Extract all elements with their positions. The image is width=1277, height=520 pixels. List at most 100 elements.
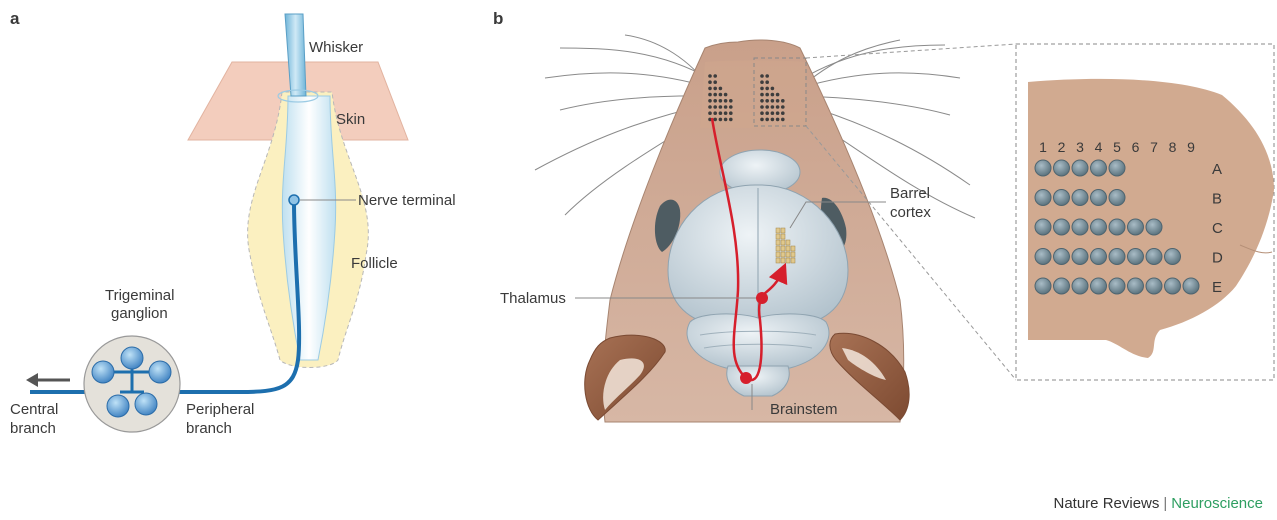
snout-whisker-dot bbox=[713, 99, 717, 103]
central-branch-arrowhead bbox=[26, 373, 38, 387]
snout-whisker-dot bbox=[708, 87, 712, 91]
snout-whisker-dot bbox=[771, 87, 775, 91]
snout-whisker-dot bbox=[760, 93, 764, 97]
nerve-terminal-label: Nerve terminal bbox=[358, 192, 456, 209]
ganglion-cell-right bbox=[149, 361, 171, 383]
central-branch-label-line2: branch bbox=[10, 420, 56, 437]
barrel-E8 bbox=[1165, 278, 1181, 294]
snout-whisker-dot bbox=[776, 118, 780, 122]
snout-whisker-dot bbox=[724, 105, 728, 109]
snout-whisker-dot bbox=[719, 93, 723, 97]
cortical-barrel bbox=[791, 246, 795, 251]
snout-whisker-dot bbox=[708, 105, 712, 109]
thalamus-label: Thalamus bbox=[500, 290, 566, 307]
snout-whisker-dot bbox=[729, 105, 733, 109]
cortical-barrel bbox=[776, 252, 780, 257]
snout-whisker-dot bbox=[765, 74, 769, 78]
trigeminal-label-line2: ganglion bbox=[111, 305, 168, 322]
cortical-barrel bbox=[776, 240, 780, 245]
cerebellum bbox=[687, 314, 829, 368]
figure-credit: Nature Reviews|Neuroscience bbox=[1054, 495, 1264, 512]
credit-journal: Neuroscience bbox=[1171, 495, 1263, 512]
snout-whisker-dot bbox=[776, 93, 780, 97]
cortical-barrel bbox=[786, 246, 790, 251]
snout-whisker-dot bbox=[760, 105, 764, 109]
snout-whisker-dot bbox=[713, 118, 717, 122]
thalamus-relay-dot bbox=[756, 292, 768, 304]
snout-whisker-dot bbox=[713, 93, 717, 97]
snout-whisker-dot bbox=[713, 87, 717, 91]
snout-whisker-dot bbox=[708, 93, 712, 97]
column-number-9: 9 bbox=[1187, 139, 1195, 155]
snout-whisker-dot bbox=[781, 105, 785, 109]
snout-whisker-dot bbox=[765, 80, 769, 84]
snout-whisker-dot bbox=[771, 99, 775, 103]
barrel-D4 bbox=[1091, 249, 1107, 265]
snout-whisker-dot bbox=[760, 118, 764, 122]
snout-whisker-dot bbox=[708, 80, 712, 84]
cortical-barrel bbox=[791, 258, 795, 263]
barrel-D1 bbox=[1035, 249, 1051, 265]
snout-whisker-dot bbox=[713, 80, 717, 84]
credit-publisher: Nature Reviews bbox=[1054, 495, 1160, 512]
barrel-B5 bbox=[1109, 190, 1125, 206]
cortical-barrel bbox=[786, 252, 790, 257]
whisker-label: Whisker bbox=[309, 39, 363, 56]
panel-b-letter: b bbox=[493, 9, 503, 28]
cortical-barrel bbox=[781, 252, 785, 257]
row-label-A: A bbox=[1212, 161, 1222, 178]
barrel-E6 bbox=[1128, 278, 1144, 294]
cortical-barrel bbox=[776, 246, 780, 251]
ganglion-cell-top bbox=[121, 347, 143, 369]
barrel-A4 bbox=[1091, 160, 1107, 176]
barrel-cortex-label-line1: Barrel bbox=[890, 185, 930, 202]
snout-whisker-dot bbox=[724, 111, 728, 115]
snout-whisker-dot bbox=[713, 111, 717, 115]
cortical-barrel bbox=[776, 234, 780, 239]
snout-whisker-dot bbox=[771, 93, 775, 97]
snout-whisker-dot bbox=[765, 111, 769, 115]
snout-whisker-dot bbox=[729, 111, 733, 115]
column-number-8: 8 bbox=[1169, 139, 1177, 155]
barrel-E4 bbox=[1091, 278, 1107, 294]
barrel-C4 bbox=[1091, 219, 1107, 235]
snout-whisker-dot bbox=[760, 80, 764, 84]
barrel-D2 bbox=[1054, 249, 1070, 265]
snout-whisker-dot bbox=[776, 105, 780, 109]
column-number-1: 1 bbox=[1039, 139, 1047, 155]
panel-b: b bbox=[493, 9, 1016, 422]
barrel-D6 bbox=[1128, 249, 1144, 265]
barrel-E5 bbox=[1109, 278, 1125, 294]
barrel-C6 bbox=[1128, 219, 1144, 235]
snout-whisker-dot bbox=[765, 87, 769, 91]
barrel-C2 bbox=[1054, 219, 1070, 235]
brainstem-label: Brainstem bbox=[770, 401, 838, 418]
snout-whisker-dot bbox=[719, 118, 723, 122]
column-number-3: 3 bbox=[1076, 139, 1084, 155]
snout-whisker-dot bbox=[724, 93, 728, 97]
peripheral-branch-label-line2: branch bbox=[186, 420, 232, 437]
snout-whisker-dot bbox=[708, 74, 712, 78]
column-number-7: 7 bbox=[1150, 139, 1158, 155]
snout-whisker-dot bbox=[771, 111, 775, 115]
barrel-D7 bbox=[1146, 249, 1162, 265]
snout-whisker-dot bbox=[776, 111, 780, 115]
column-number-4: 4 bbox=[1095, 139, 1103, 155]
ganglion-cell-bottom-left bbox=[107, 395, 129, 417]
barrel-E2 bbox=[1054, 278, 1070, 294]
snout-whisker-dot bbox=[771, 105, 775, 109]
cortical-barrel bbox=[791, 252, 795, 257]
cortical-barrel bbox=[781, 240, 785, 245]
snout-whisker-dot bbox=[724, 118, 728, 122]
central-branch-label-line1: Central bbox=[10, 401, 58, 418]
skin-label: Skin bbox=[336, 111, 365, 128]
snout-whisker-dot bbox=[719, 105, 723, 109]
snout-whisker-dot bbox=[760, 87, 764, 91]
nerve-terminal-dot bbox=[289, 195, 299, 205]
barrel-E1 bbox=[1035, 278, 1051, 294]
column-number-6: 6 bbox=[1132, 139, 1140, 155]
snout-whisker-dot bbox=[760, 74, 764, 78]
snout-whisker-dot bbox=[760, 111, 764, 115]
barrel-B4 bbox=[1091, 190, 1107, 206]
barrel-D5 bbox=[1109, 249, 1125, 265]
